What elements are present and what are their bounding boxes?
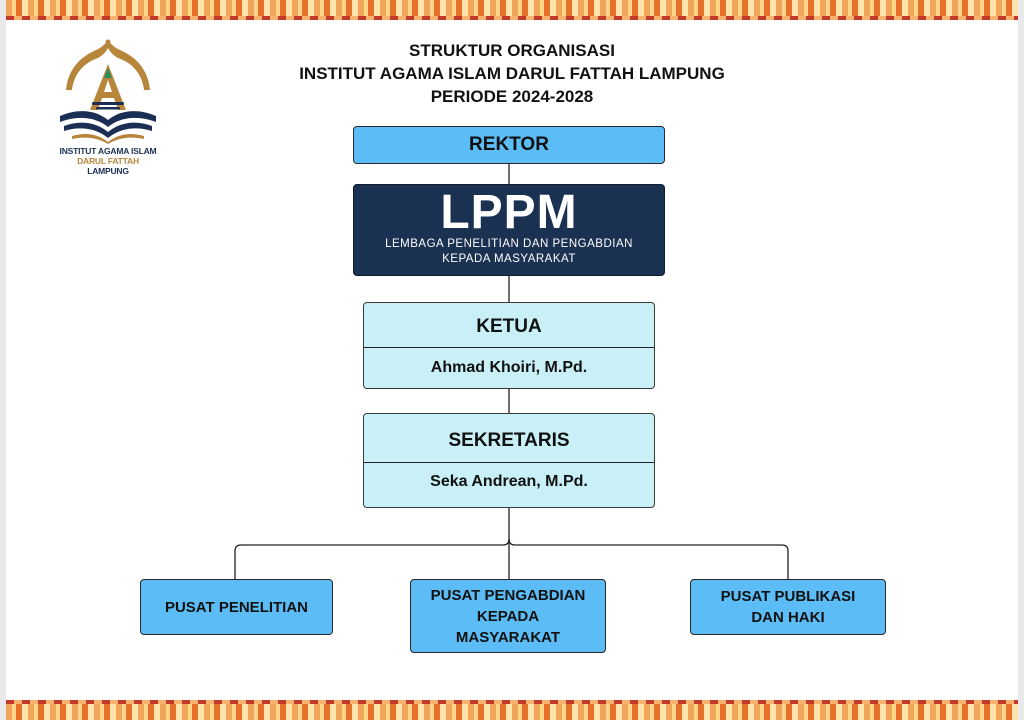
sekretaris-name: Seka Andrean, M.Pd. [430,473,588,490]
lppm-subtitle: LEMBAGA PENELITIAN DAN PENGABDIAN KEPADA… [354,237,664,267]
logo-text-line1: INSTITUT AGAMA ISLAM [59,146,157,156]
rektor-label: REKTOR [469,134,549,155]
chart-title-line1: STRUKTUR ORGANISASI [409,41,615,60]
chart-title-line2: INSTITUT AGAMA ISLAM DARUL FATTAH LAMPUN… [299,64,725,83]
connector-branch-left [234,538,510,579]
pusat-pengabdian-line2: KEPADA [476,607,540,625]
logo-text-line3: LAMPUNG [87,166,129,176]
lppm-box: LPPM LEMBAGA PENELITIAN DAN PENGABDIAN K… [353,184,665,276]
org-connectors [234,164,789,579]
chart-title-line3: PERIODE 2024-2028 [430,87,594,106]
pusat-publikasi-line1: PUSAT PUBLIKASI [720,588,856,605]
pusat-pengabdian-line1: PUSAT PENGABDIAN [430,586,586,604]
rektor-box: REKTOR [353,126,665,164]
sekretaris-divider [364,462,654,463]
logo-text-line2: DARUL FATTAH [77,156,139,166]
sekretaris-box: SEKRETARIS Seka Andrean, M.Pd. [363,413,655,508]
lppm-name: LPPM [440,186,578,239]
ketua-box: KETUA Ahmad Khoiri, M.Pd. [363,302,655,389]
ketua-divider [364,347,654,348]
lppm-subtitle-line2: KEPADA MASYARAKAT [442,253,576,265]
ketua-name: Ahmad Khoiri, M.Pd. [430,359,588,376]
pusat-publikasi-line2: DAN HAKI [751,609,825,626]
pusat-penelitian-box: PUSAT PENELITIAN [140,579,333,635]
pusat-publikasi-box: PUSAT PUBLIKASI DAN HAKI [690,579,886,635]
pusat-penelitian-line1: PUSAT PENELITIAN [164,598,309,616]
connector-branch-right [508,538,789,579]
institution-logo: INSTITUT AGAMA ISLAM DARUL FATTAH LAMPUN… [52,38,164,178]
ketua-role: KETUA [476,316,542,337]
pusat-pengabdian-box: PUSAT PENGABDIAN KEPADA MASYARAKAT [410,579,606,653]
top-ornament-border [6,0,1018,20]
bottom-ornament-border [6,700,1018,720]
pusat-pengabdian-line3: MASYARAKAT [455,628,561,646]
institution-logo-icon [60,39,156,144]
org-chart-page: INSTITUT AGAMA ISLAM DARUL FATTAH LAMPUN… [6,0,1018,720]
sekretaris-role: SEKRETARIS [448,430,570,451]
lppm-subtitle-line1: LEMBAGA PENELITIAN DAN PENGABDIAN [385,238,633,250]
